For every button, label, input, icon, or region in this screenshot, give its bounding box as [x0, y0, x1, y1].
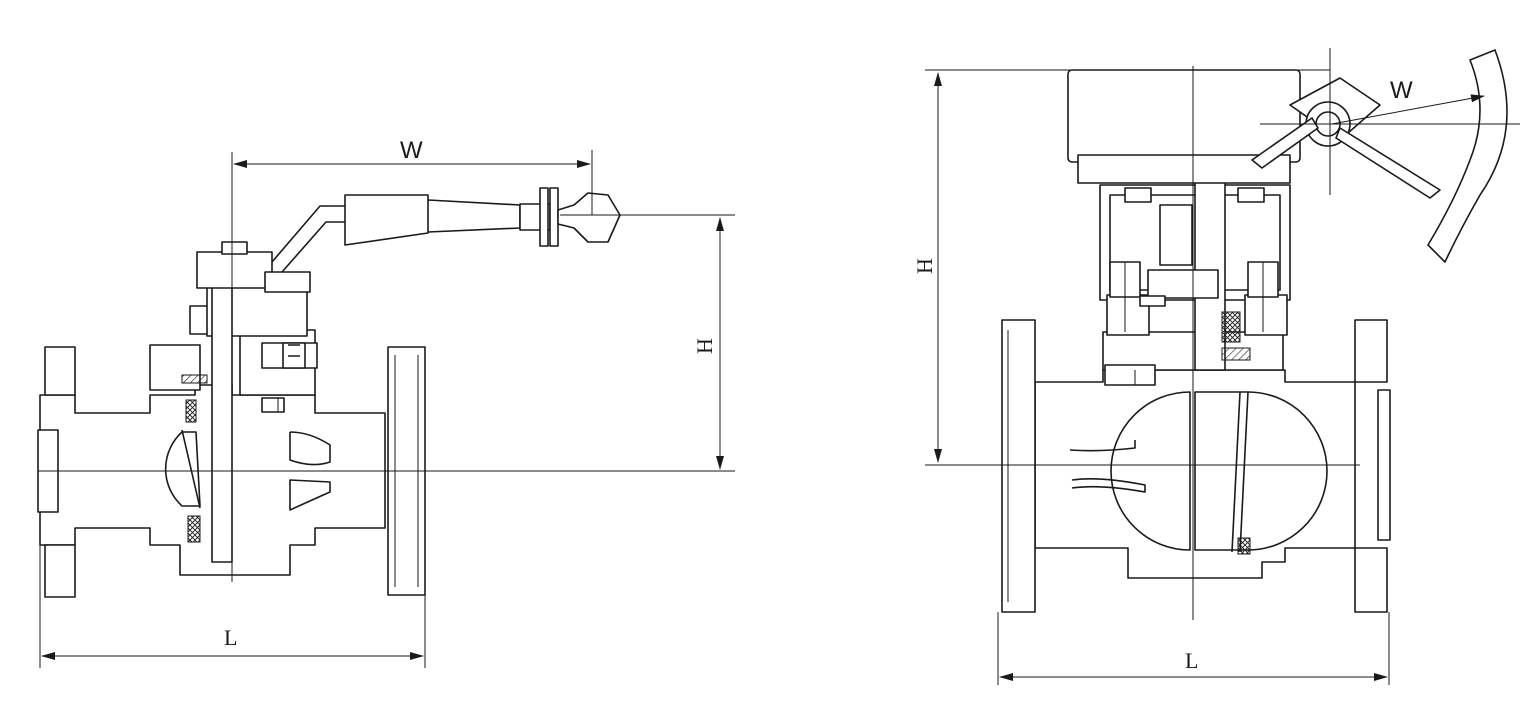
right-plug [1110, 391, 1191, 551]
right-label-w: W [1390, 77, 1413, 104]
left-stem [211, 261, 233, 563]
right-handwheel-spoke [1251, 117, 1319, 169]
left-lever-head [196, 251, 273, 289]
right-dimension-w [1331, 94, 1485, 125]
gear-valve-drawing: W H L [912, 48, 1520, 685]
left-lever-arm [271, 205, 348, 263]
left-label-w: W [400, 137, 423, 164]
right-label-l: L [1185, 648, 1198, 673]
right-coupling [1159, 204, 1193, 266]
right-view-left-flange [1001, 319, 1036, 613]
right-label-h: H [912, 258, 937, 274]
left-label-l: L [224, 625, 237, 650]
right-handwheel-rim [1427, 49, 1508, 263]
left-lever-knob [557, 192, 621, 243]
left-flange-top-stub [44, 346, 76, 396]
right-gearbox [1067, 69, 1301, 163]
left-plug [164, 431, 201, 507]
lever-valve-drawing: W H L [37, 137, 735, 668]
left-label-h: H [692, 338, 717, 354]
left-flange-bottom-stub [44, 544, 76, 598]
left-packing [181, 374, 208, 384]
